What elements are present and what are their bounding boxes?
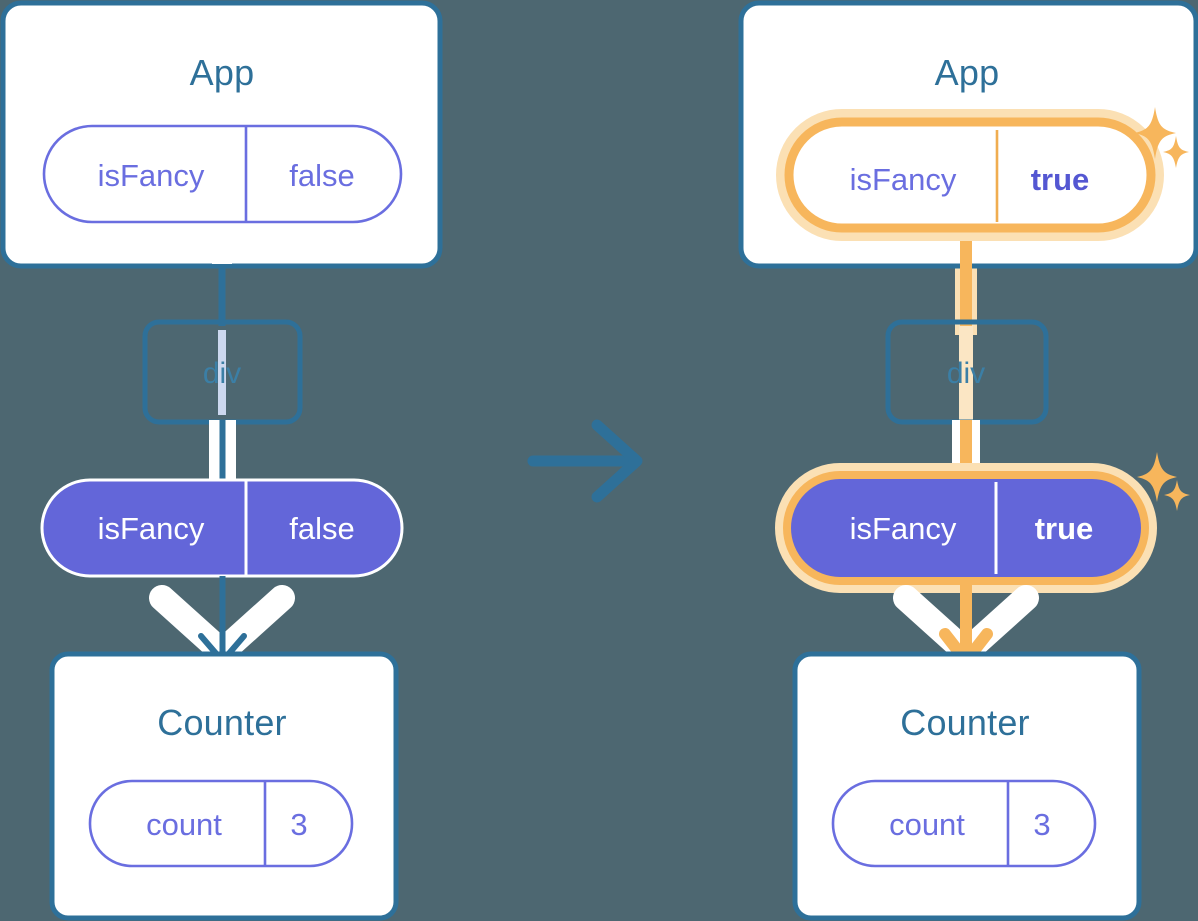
pill-props-after: [775, 463, 1157, 593]
connector-mask-before: [212, 258, 232, 264]
sparkle-icon-app-small-after: [1163, 136, 1189, 168]
sparkle-icon-props-large-after: [1137, 452, 1177, 502]
pill-app-state-before: [42, 124, 403, 224]
pill-app-highlight-ring-after: [784, 117, 1156, 233]
pill-counter-state-before: [88, 779, 354, 868]
sparkle-icon-app-large-after: [1134, 107, 1176, 159]
connector-app-to-div-after-inner: [960, 218, 972, 328]
div-passthrough-line-after: [959, 326, 973, 426]
pill-app-highlight-glow-after: [776, 109, 1164, 241]
pill-app-state-after: [776, 109, 1164, 241]
transition-right-arrow-icon: [527, 419, 643, 503]
pill-counter-state-after: [831, 779, 1097, 868]
sparkle-icon-props-small-after: [1164, 480, 1190, 511]
pill-props-before: [40, 478, 404, 578]
pill-props-highlight-ring-after: [783, 471, 1149, 585]
